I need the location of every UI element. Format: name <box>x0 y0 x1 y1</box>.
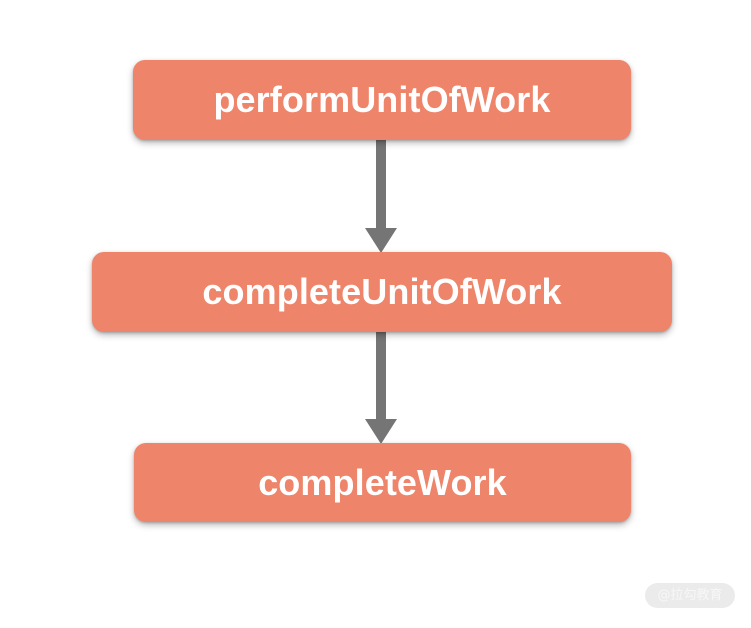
flow-node-label: performUnitOfWork <box>213 79 551 120</box>
flow-node-complete-unit-of-work[interactable]: completeUnitOfWork <box>92 252 672 332</box>
flow-node-complete-work[interactable]: completeWork <box>134 443 631 522</box>
flow-node-perform-unit-of-work[interactable]: performUnitOfWork <box>133 60 631 140</box>
watermark-badge: @拉勾教育 <box>645 583 735 608</box>
watermark-label: @拉勾教育 <box>657 588 723 603</box>
flow-arrow-down-icon <box>365 138 397 253</box>
flow-node-label: completeUnitOfWork <box>202 271 562 312</box>
flow-arrow-down-icon <box>365 330 397 444</box>
flow-node-label: completeWork <box>258 461 507 503</box>
